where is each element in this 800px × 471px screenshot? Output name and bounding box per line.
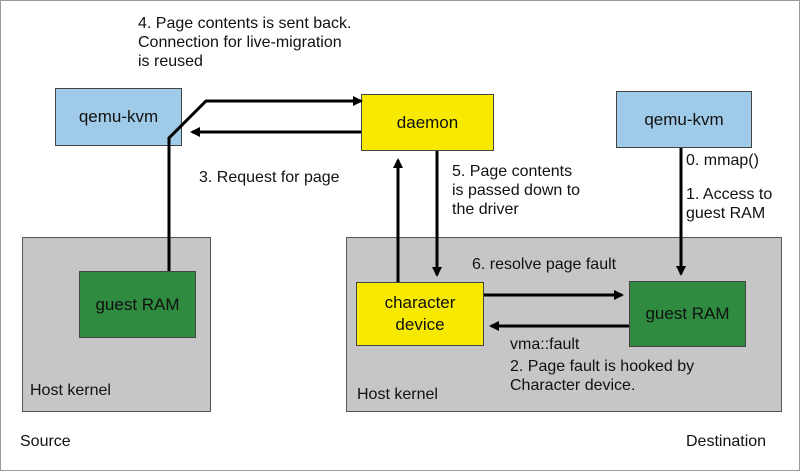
step0-label: 0. mmap() (686, 152, 759, 169)
destination-label: Destination (686, 433, 767, 450)
step1-label: 1. Access to guest RAM (686, 186, 773, 222)
source-host-kernel-label: Host kernel (30, 382, 111, 399)
step6-label: 6. resolve page fault (472, 256, 617, 273)
character-device-label: character device (384, 293, 456, 334)
qemu-kvm-destination-label: qemu-kvm (644, 109, 724, 129)
destination-host-kernel-label: Host kernel (357, 386, 438, 403)
source-label: Source (20, 433, 71, 450)
guest-ram-source-label: guest RAM (95, 294, 180, 314)
daemon-box: daemon (361, 94, 494, 151)
qemu-kvm-source-box: qemu-kvm (55, 88, 182, 146)
guest-ram-source-box: guest RAM (79, 271, 196, 338)
character-device-box: character device (356, 282, 484, 346)
vma-fault-label: vma::fault (510, 336, 580, 353)
step5-label: 5. Page contents is passed down to the d… (452, 163, 581, 218)
step2-label: 2. Page fault is hooked by Character dev… (510, 358, 695, 394)
daemon-label: daemon (396, 112, 459, 132)
guest-ram-destination-box: guest RAM (629, 281, 746, 347)
step3-label: 3. Request for page (199, 169, 340, 186)
arrow-page-sent-back (167, 96, 363, 271)
qemu-kvm-destination-box: qemu-kvm (616, 91, 752, 148)
step4-label: 4. Page contents is sent back. Connectio… (138, 15, 352, 70)
qemu-kvm-source-label: qemu-kvm (78, 107, 159, 126)
guest-ram-destination-label: guest RAM (645, 304, 730, 323)
